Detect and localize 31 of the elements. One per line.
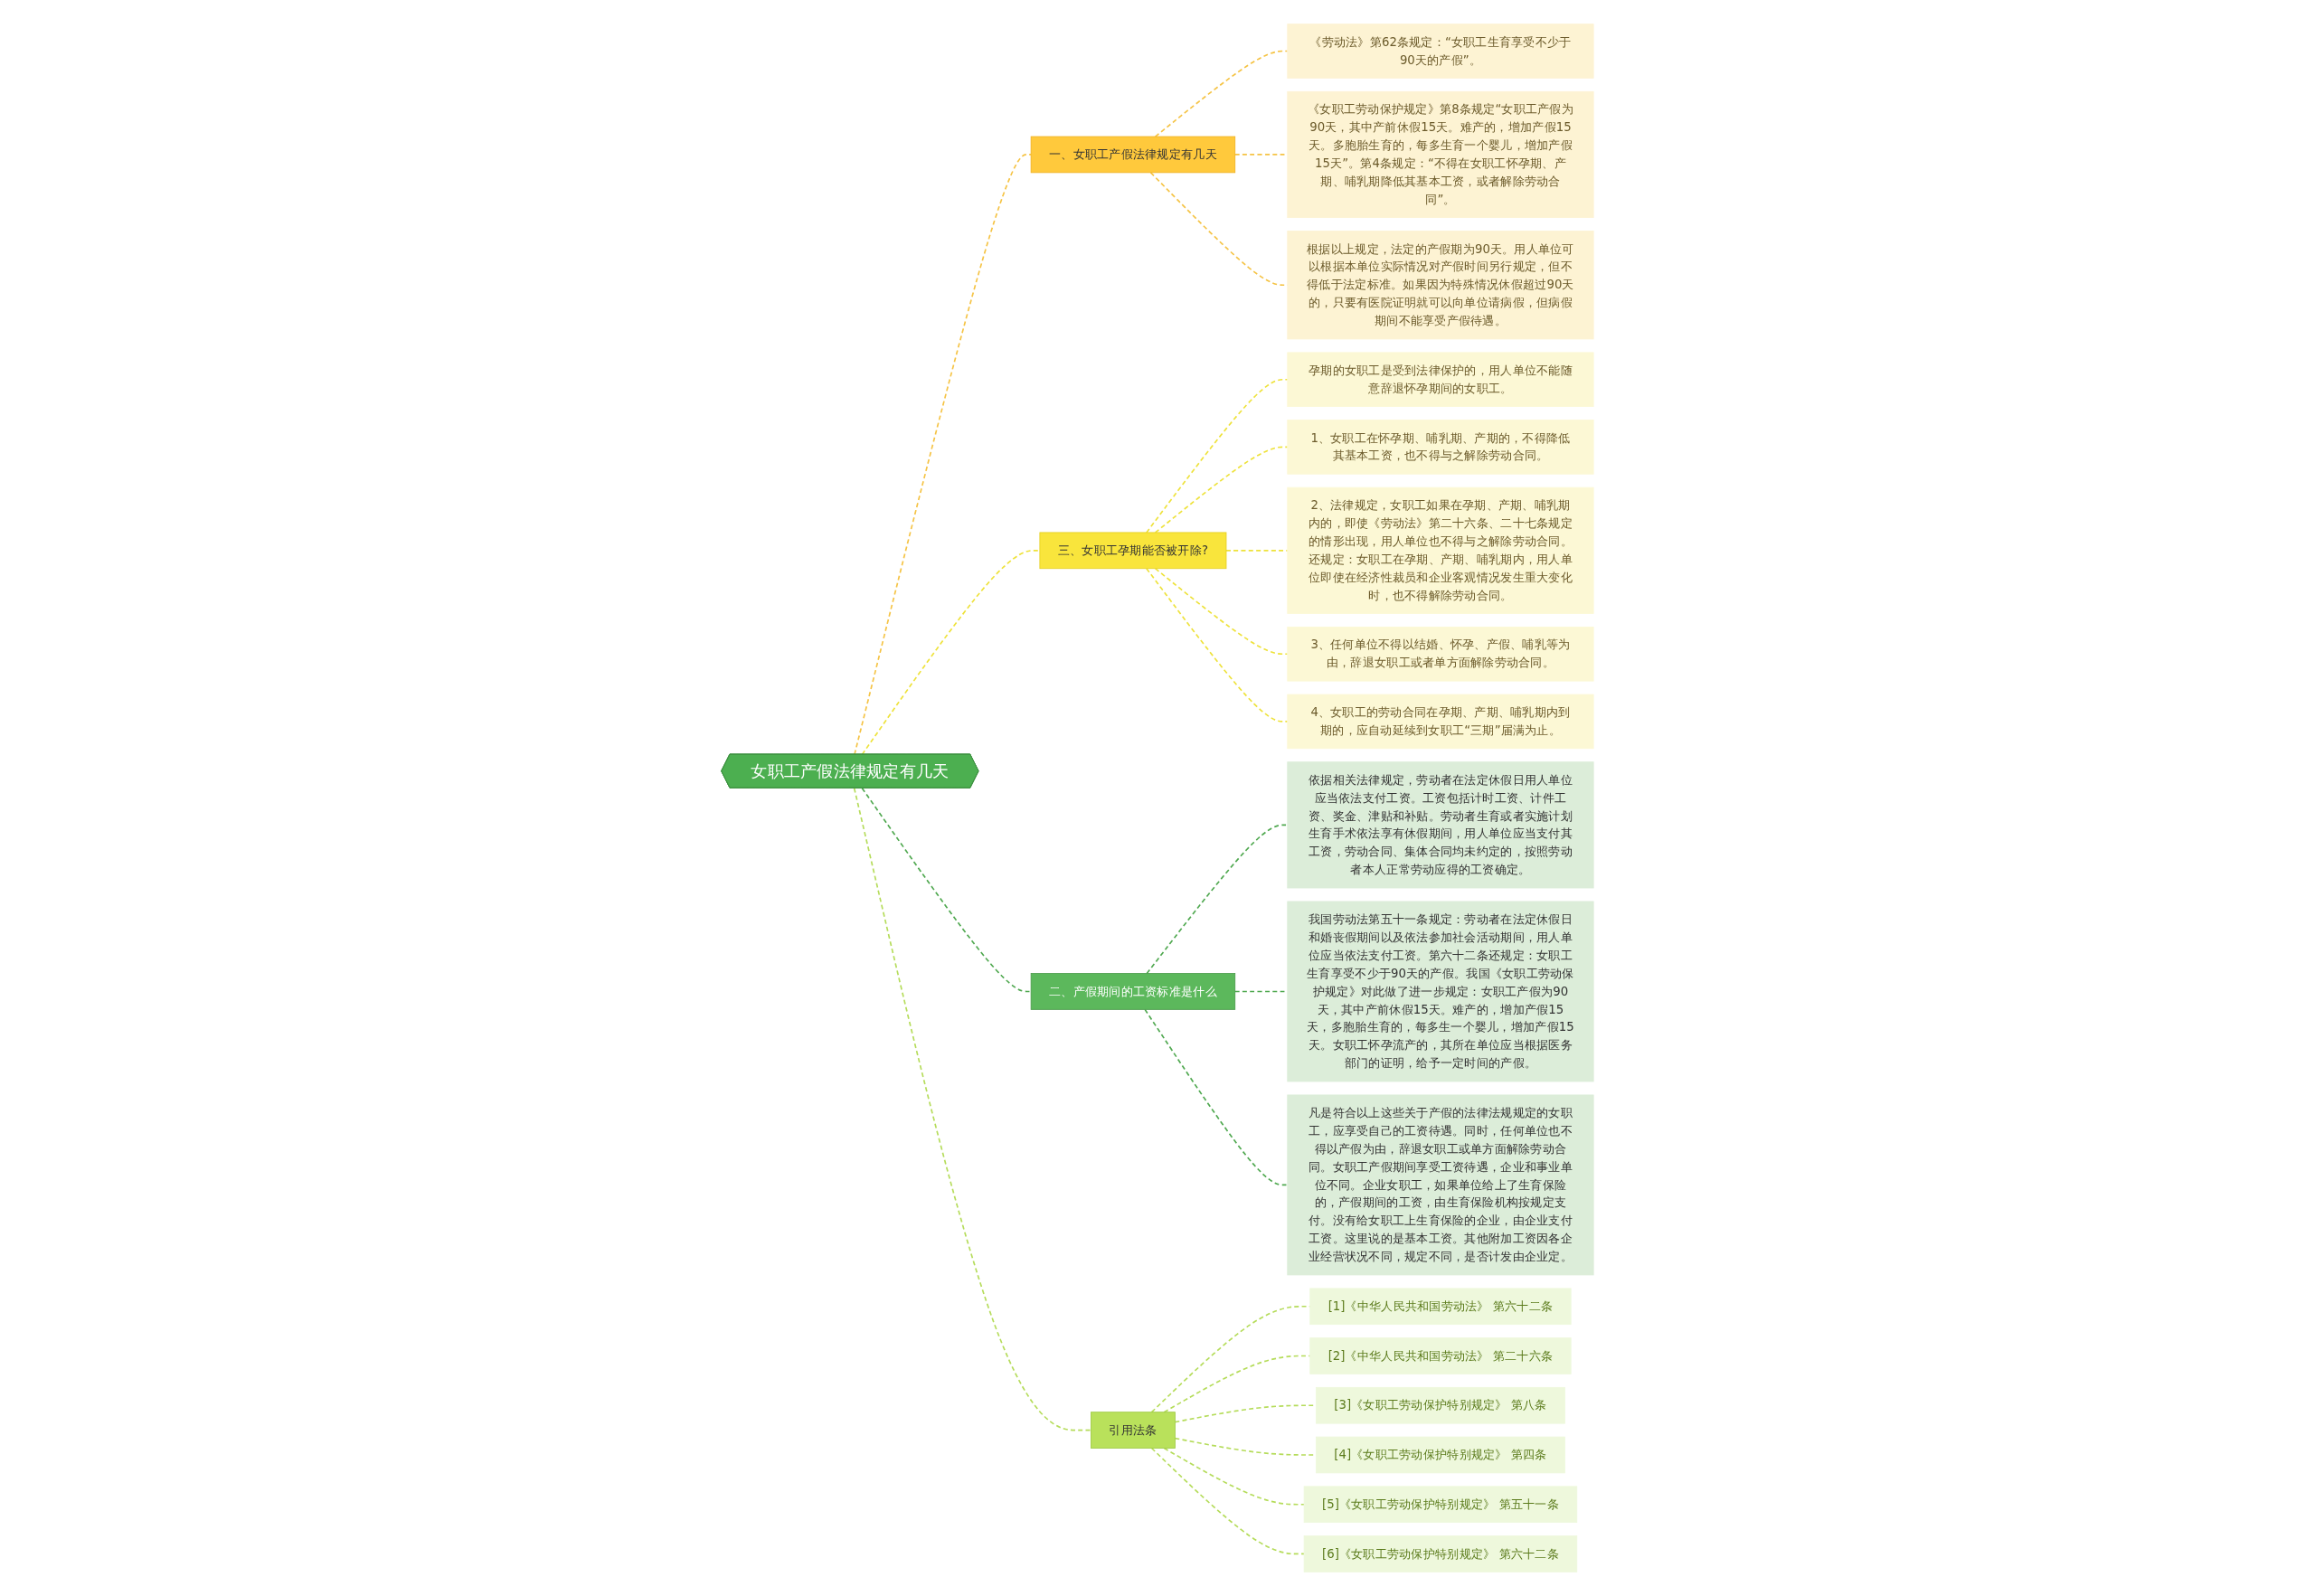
node-box: 3、任何单位不得以结婚、怀孕、产假、哺乳等为由，辞退女职工或者单方面解除劳动合同。 xyxy=(1287,627,1594,682)
node-box: [1]《中华人民共和国劳动法》 第六十二条 xyxy=(1309,1288,1572,1326)
node-box: 凡是符合以上这些关于产假的法律法规规定的女职工，应享受自己的工资待遇。同时，任何单位也不得以产假为由，辞退女职工或单方面解除劳动合同。女职工产假期间享受工资待遇，企业和事业单位不同。企业女职工，如果单位给上了生育保险的，产假期间的工资，由生育保险机构按规定支付。没有给女职工上生育保险的企业，由企业支付工资。这里说的是基本工资。其他附加工资因各企业经营状况不同，规定不同，是否计发由企业定。 xyxy=(1287,1094,1594,1276)
node-box: 一、女职工产假法律规定有几天 xyxy=(1030,136,1236,174)
node-box: 依据相关法律规定，劳动者在法定休假日用人单位应当依法支付工资。工资包括计时工资、计件工资、奖金、津贴和补贴。劳动者生育或者实施计划生育手术依法享有休假期间，用人单位应当支付其工资，劳动合同、集体合同均未约定的，按照劳动者本人正常劳动应得的工资确定。 xyxy=(1287,761,1594,889)
node-box: [2]《中华人民共和国劳动法》 第二十六条 xyxy=(1309,1337,1572,1374)
connector xyxy=(1154,446,1289,534)
connector xyxy=(1163,1447,1306,1506)
node-box: 根据以上规定，法定的产假期为90天。用人单位可以根据本单位实际情况对产假时间另行规定，但不得低于法定标准。如果因为特殊情况休假超过90天的，只要有医院证明就可以向单位请病假，但病假期间不能享受产假待遇。 xyxy=(1287,231,1594,340)
node-box: [6]《女职工劳动保护特别规定》 第六十二条 xyxy=(1303,1535,1578,1572)
node-box: 1、女职工在怀孕期、哺乳期、产期的，不得降低其基本工资，也不得与之解除劳动合同。 xyxy=(1287,420,1594,475)
node-box: [3]《女职工劳动保护特别规定》 第八条 xyxy=(1316,1386,1566,1424)
node-box: 二、产假期间的工资标准是什么 xyxy=(1030,973,1236,1010)
connector xyxy=(1146,824,1289,975)
node-box: 《女职工劳动保护规定》第8条规定“女职工产假为90天，其中产前休假15天。难产的，增加产假15天。多胞胎生育的，每多生育一个婴儿，增加产假15天”。第4条规定：“不得在女职工怀孕期、产期、哺乳期降低其基本工资，或者解除劳动合同”。 xyxy=(1287,90,1594,219)
node-box: 孕期的女职工是受到法律保护的，用人单位不能随意辞退怀孕期间的女职工。 xyxy=(1287,352,1594,407)
node-box: 引用法条 xyxy=(1091,1412,1176,1449)
node-box: 《劳动法》第62条规定：“女职工生育享受不少于90天的产假”。 xyxy=(1287,24,1594,79)
connector xyxy=(1144,1008,1289,1186)
connector xyxy=(853,787,1092,1431)
connector xyxy=(1154,50,1289,137)
node-box: 三、女职工孕期能否被开除? xyxy=(1039,532,1227,570)
connector xyxy=(1154,567,1289,656)
node-box: [5]《女职工劳动保护特别规定》 第五十一条 xyxy=(1303,1486,1578,1524)
node-box: [4]《女职工劳动保护特别规定》 第四条 xyxy=(1316,1436,1566,1474)
connector xyxy=(1146,378,1289,534)
node-box: 2、法律规定，女职工如果在孕期、产期、哺乳期内的，即使《劳动法》第二十六条、二十七条规定的情形出现，用人单位也不得与之解除劳动合同。还规定：女职工在孕期、产期、哺乳期内，用人单位即使在经济性裁员和企业客观情况发生重大变化时，也不得解除劳动合同。 xyxy=(1287,486,1594,614)
connector xyxy=(1150,1447,1306,1555)
node-box: 4、女职工的劳动合同在孕期、产期、哺乳期内到期的，应自动延续到女职工“三期”届满为止。 xyxy=(1287,694,1594,750)
connector xyxy=(1146,567,1289,722)
node-box: 我国劳动法第五十一条规定：劳动者在法定休假日和婚丧假期间以及依法参加社会活动期间，用人单位应当依法支付工资。第六十二条还规定：女职工生育享受不少于90天的产假。我国《女职工劳动保护规定》对此做了进一步规定：女职工产假为90天，其中产前休假15天。难产的，增加产假15天，多胞胎生育的，每多生一个婴儿，增加产假15天。女职工怀孕流产的，其所在单位应当根据医务部门的证明，给予一定时间的产假。 xyxy=(1287,901,1594,1082)
